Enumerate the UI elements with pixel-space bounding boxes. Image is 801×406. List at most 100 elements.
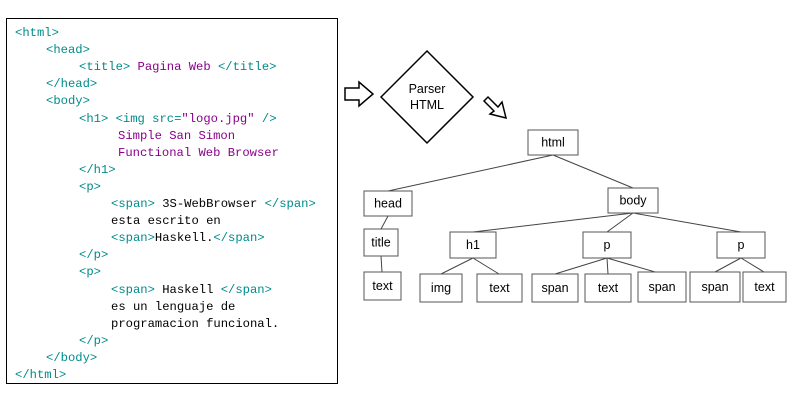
code-line: <p>	[79, 264, 101, 281]
code-token: Pagina Web	[130, 60, 218, 75]
code-line: <span> Haskell </span>	[111, 282, 272, 299]
code-token: Haskell	[154, 282, 221, 297]
tree-node-p1-text: text	[584, 273, 632, 303]
code-token: Haskell.	[154, 231, 214, 246]
code-token: </body>	[46, 350, 98, 365]
code-token: <span>	[111, 282, 155, 297]
tree-node-box	[582, 231, 632, 259]
code-line: es un lenguaje de	[111, 299, 235, 316]
code-token: <span>	[111, 231, 155, 246]
tree-node-label: span	[541, 281, 568, 295]
code-token: 3S-WebBrowser	[154, 197, 265, 211]
code-line: </h1>	[79, 162, 116, 179]
right-arrow-icon	[344, 80, 375, 108]
tree-edges	[380, 154, 765, 275]
html-source-code-panel: <html><head><title> Pagina Web </title><…	[6, 18, 338, 384]
tree-node-box	[363, 228, 399, 257]
tree-edge	[380, 255, 383, 273]
code-token: <h1>	[79, 111, 109, 126]
code-line: <head>	[46, 42, 90, 59]
code-line: <html>	[15, 25, 59, 42]
tree-node-label: text	[754, 280, 775, 294]
code-token: <body>	[46, 94, 90, 109]
code-line: </head>	[46, 76, 97, 93]
tree-node-label: img	[431, 281, 451, 295]
code-token: <p>	[79, 265, 101, 280]
tree-node-box	[689, 271, 741, 303]
tree-node-p2: p	[716, 231, 766, 259]
code-token: Simple San Simon	[118, 128, 236, 143]
code-token: </span>	[220, 282, 272, 297]
tree-edge	[632, 212, 742, 233]
code-line: </html>	[15, 367, 66, 384]
tree-edge	[606, 257, 663, 275]
tree-node-label: p	[738, 238, 745, 252]
tree-node-label: body	[619, 194, 647, 208]
code-token: <html>	[15, 26, 59, 40]
tree-node-box	[476, 273, 523, 303]
code-token: </span>	[264, 197, 316, 211]
tree-node-html: html	[527, 129, 579, 156]
tree-node-box	[531, 273, 579, 303]
tree-node-box	[607, 187, 659, 214]
code-line: </p>	[79, 247, 108, 264]
parser-label-line1: Parser	[409, 82, 446, 96]
code-token: </html>	[15, 368, 67, 382]
tree-edge	[606, 257, 609, 275]
tree-edge	[554, 257, 608, 275]
tree-node-h1-text: text	[476, 273, 523, 303]
tree-node-h1-img: img	[419, 273, 463, 303]
tree-edge	[606, 212, 634, 233]
tree-node-label: html	[541, 136, 565, 150]
code-token: programacion funcional.	[111, 316, 280, 331]
code-token: </p>	[79, 248, 109, 263]
tree-node-label: span	[648, 280, 675, 294]
down-right-arrow-icon	[482, 95, 508, 120]
tree-node-label: text	[372, 279, 393, 293]
code-token: </h1>	[79, 162, 116, 177]
tree-node-label: title	[371, 236, 391, 250]
code-token: />	[254, 111, 277, 126]
tree-node-h1: h1	[449, 231, 497, 259]
tree-node-box	[584, 273, 632, 303]
tree-node-label: span	[701, 280, 728, 294]
code-token: Functional Web Browser	[118, 145, 279, 160]
tree-node-p1-span2: span	[637, 271, 687, 303]
tree-node-p2-text: text	[742, 271, 787, 303]
code-token: <p>	[79, 179, 101, 194]
tree-node-box	[363, 190, 413, 217]
code-line: </body>	[46, 350, 97, 367]
tree-node-label: p	[604, 238, 611, 252]
tree-node-title: title	[363, 228, 399, 257]
code-token: <img src=	[115, 111, 182, 126]
code-line: Simple San Simon	[118, 128, 235, 145]
tree-node-box	[716, 231, 766, 259]
code-token: </p>	[79, 333, 109, 348]
tree-node-label: h1	[466, 238, 480, 252]
code-token: </span>	[213, 231, 265, 246]
tree-edge	[714, 257, 742, 273]
tree-edge	[472, 212, 634, 233]
code-line: </p>	[79, 333, 108, 350]
code-line: <span> 3S-WebBrowser </span>	[111, 196, 316, 213]
tree-edge	[472, 257, 500, 275]
tree-edge	[380, 215, 389, 230]
code-line: <p>	[79, 179, 101, 196]
tree-node-box	[449, 231, 497, 259]
code-token: esta escrito en	[111, 214, 221, 229]
tree-edge	[552, 154, 634, 189]
tree-node-p1-span: span	[531, 273, 579, 303]
tree-node-box	[637, 271, 687, 303]
code-token: <head>	[46, 43, 90, 58]
code-token: es un lenguaje de	[111, 299, 236, 314]
tree-node-p2-span: span	[689, 271, 741, 303]
tree-node-box	[363, 271, 402, 301]
code-line: <title> Pagina Web </title>	[79, 59, 276, 76]
code-token: <span>	[111, 197, 155, 211]
code-token: </head>	[46, 77, 98, 92]
tree-node-body: body	[607, 187, 659, 214]
code-line: Functional Web Browser	[118, 145, 279, 162]
code-line: <span>Haskell.</span>	[111, 230, 265, 247]
